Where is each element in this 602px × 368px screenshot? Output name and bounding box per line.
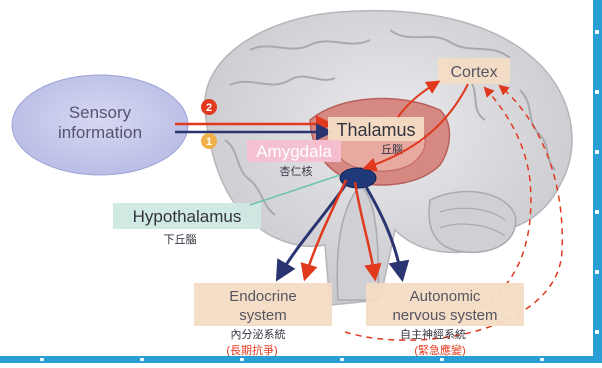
endocrine-system-box: Endocrine system 內分泌系統 (長期抗爭) [194,283,332,357]
amygdala-zh: 杏仁核 [280,164,313,178]
hypothalamus-zh: 下丘腦 [164,232,197,246]
badge-1-label: 1 [206,136,212,148]
badge-2: 2 [201,99,217,115]
hypothalamus-en: Hypothalamus [133,207,242,226]
thalamus-en: Thalamus [336,120,415,140]
endocrine-note: (長期抗爭) [226,343,277,357]
endocrine-line2: system [239,307,287,324]
autonomic-line1: Autonomic [410,288,481,305]
bottom-frame-border [0,356,602,363]
sensory-information-node: Sensory information [12,75,188,175]
hypothalamus-label: Hypothalamus 下丘腦 [113,203,261,246]
amygdala-en: Amygdala [256,142,332,161]
badge-2-label: 2 [206,102,212,114]
cortex-label: Cortex [438,58,510,84]
autonomic-line2: nervous system [392,307,497,324]
autonomic-note: (緊急應變) [414,343,465,357]
sensory-label-line2: information [58,123,142,142]
autonomic-zh: 自主神經系統 [400,327,466,341]
badge-1: 1 [201,133,217,149]
endocrine-line1: Endocrine [229,288,297,305]
autonomic-system-box: Autonomic nervous system 自主神經系統 (緊急應變) [366,283,524,357]
endocrine-zh: 內分泌系統 [231,327,286,341]
sensory-label-line1: Sensory [69,103,132,122]
cortex-en: Cortex [450,64,497,81]
right-frame-border [593,0,602,363]
